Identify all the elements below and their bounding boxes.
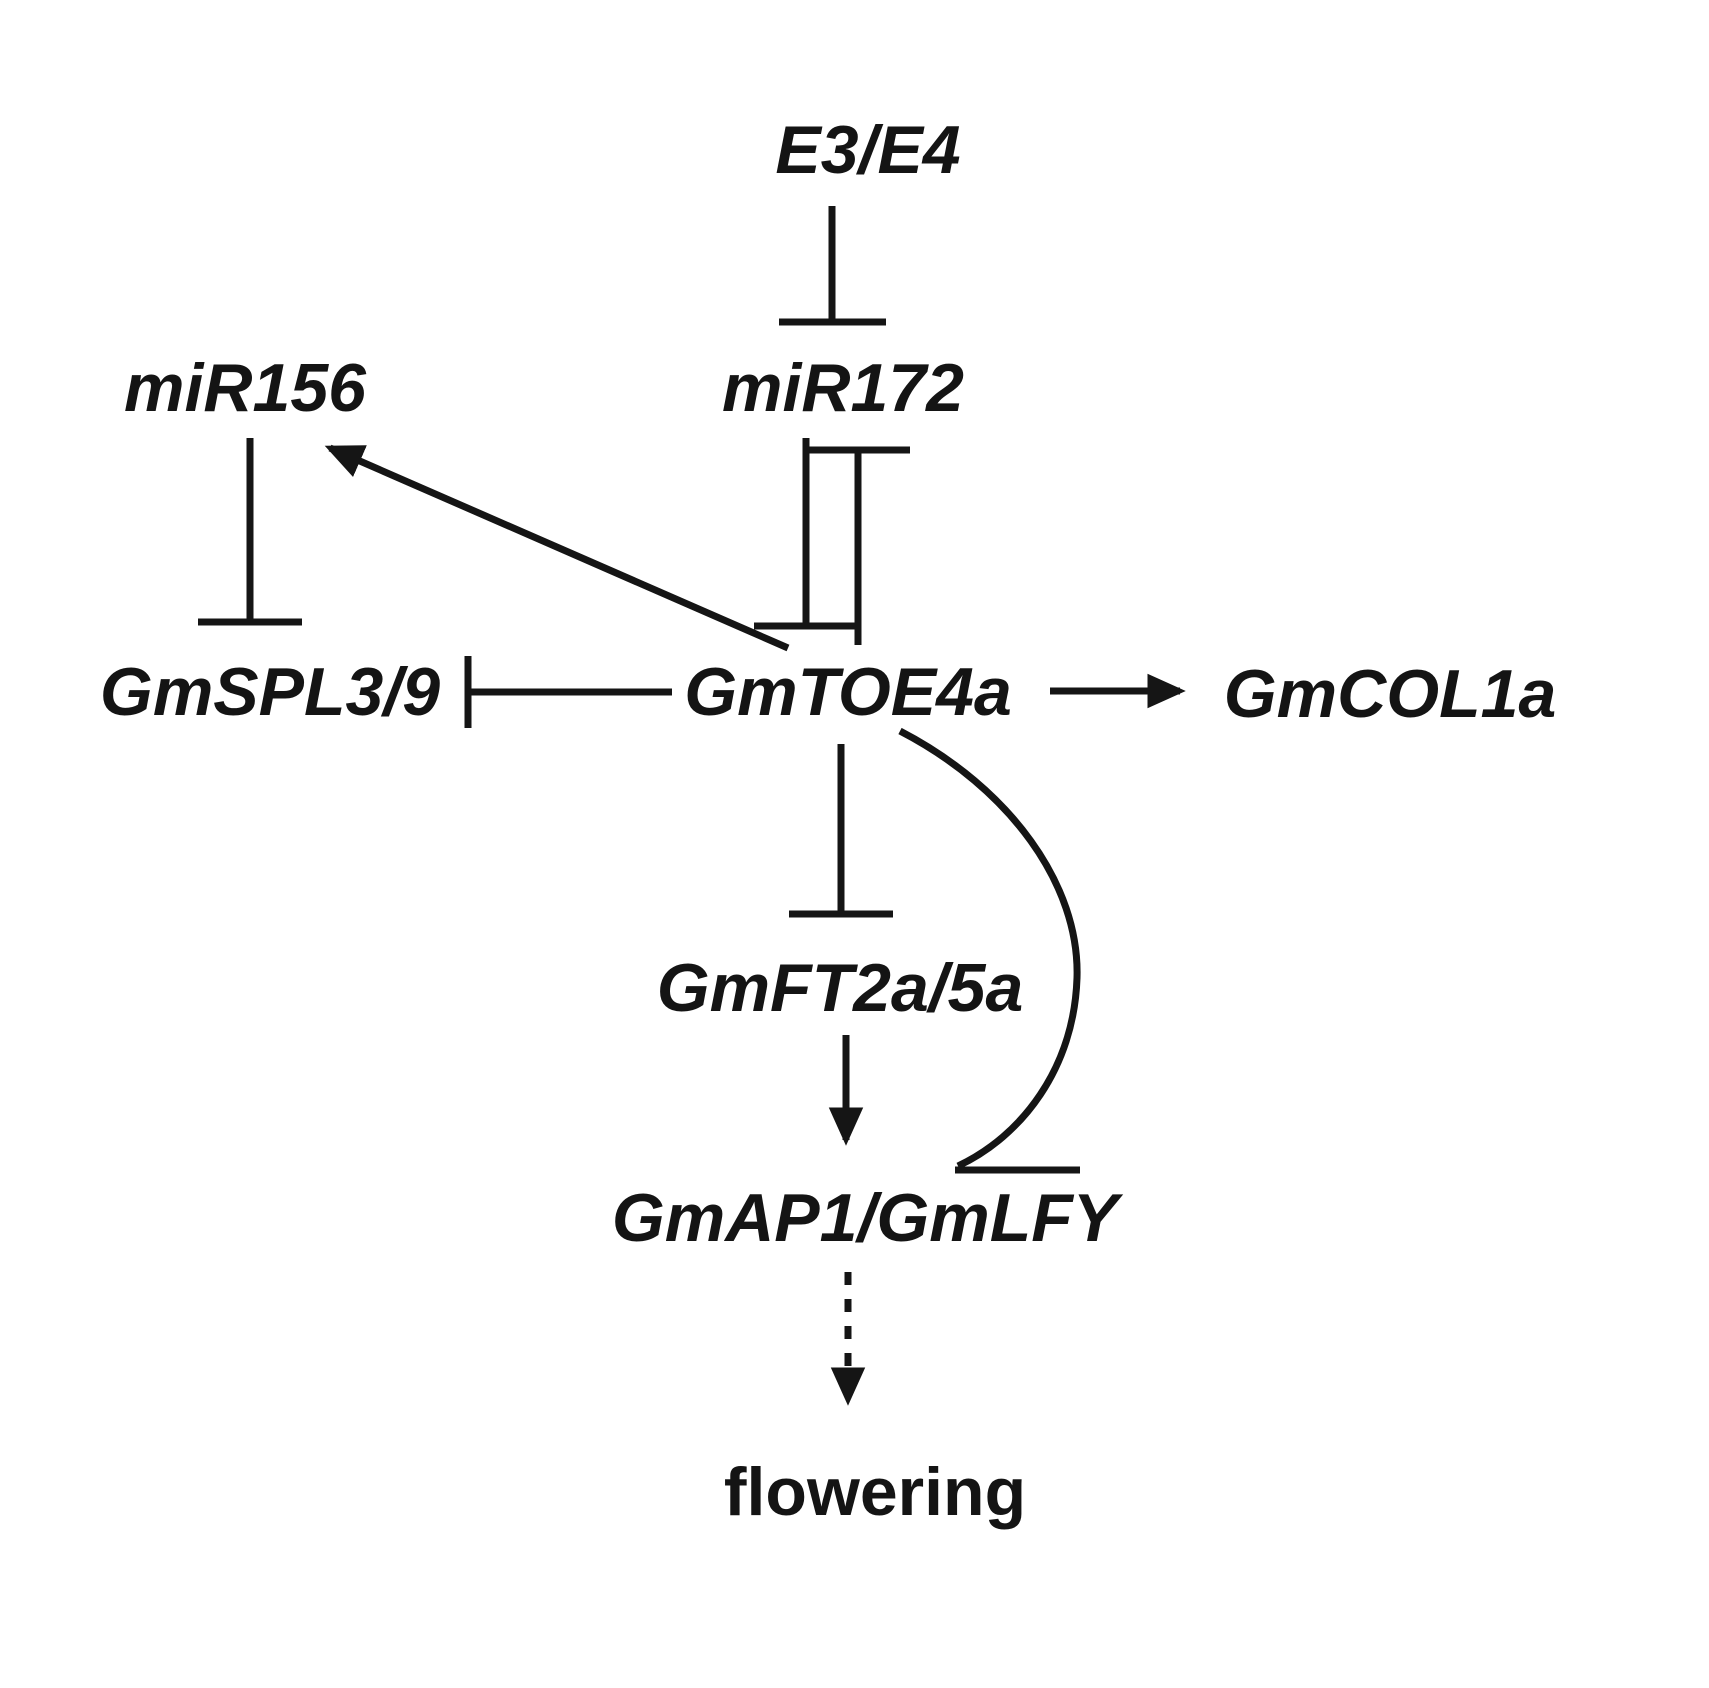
node-mir172: miR172 xyxy=(722,350,964,426)
node-gmspl39: GmSPL3/9 xyxy=(99,654,441,730)
node-gmft2a5a: GmFT2a/5a xyxy=(656,950,1024,1026)
node-gmtoe4a: GmTOE4a xyxy=(684,654,1012,730)
node-gmap1gmlfy: GmAP1/GmLFY xyxy=(611,1180,1119,1256)
edge-mir172-inhibits-gmtoe4a xyxy=(754,438,858,630)
edge-gmtoe4a-inhibits-gmspl39 xyxy=(464,656,672,728)
node-gmcol1a: GmCOL1a xyxy=(1223,656,1557,732)
edge-gmtoe4a-inhibits-gmft2a5a xyxy=(789,744,893,918)
node-e3e4: E3/E4 xyxy=(775,112,961,188)
edge-gmtoe4a-inhibits-gmap1gmlfy xyxy=(898,727,1081,1174)
node-mir156: miR156 xyxy=(124,350,366,426)
edge-gmtoe4a-activates-mir156 xyxy=(324,444,790,652)
edge-gmtoe4a-inhibits-mir172 xyxy=(806,446,910,645)
edge-e3e4-inhibits-mir172 xyxy=(779,206,886,326)
edge-mir156-inhibits-gmspl39 xyxy=(198,438,302,626)
node-flowering: flowering xyxy=(723,1454,1027,1530)
